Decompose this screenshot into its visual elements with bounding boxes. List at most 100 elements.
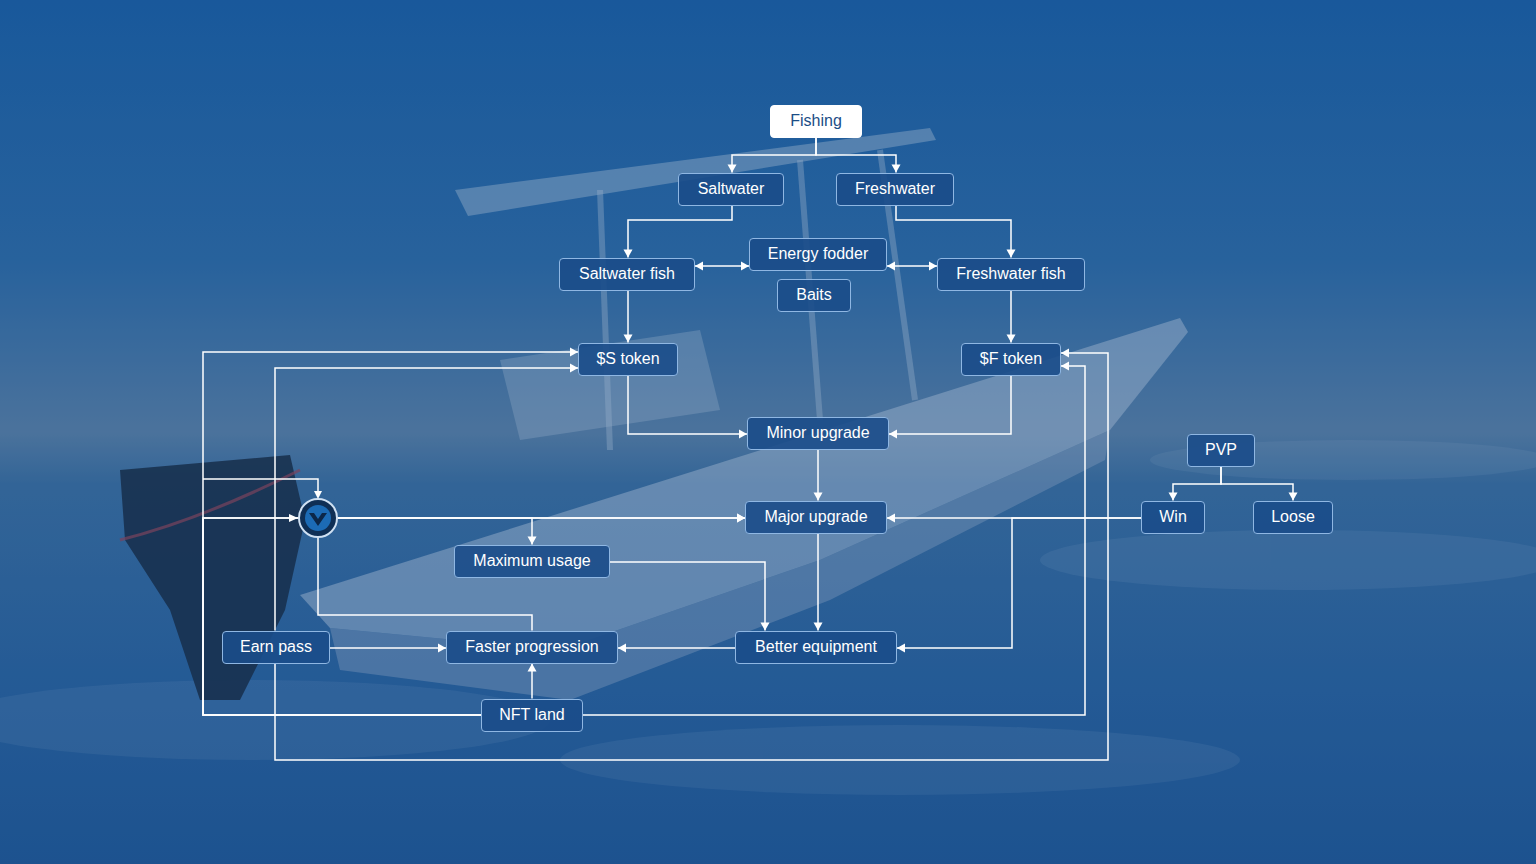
arrow-head	[528, 664, 537, 672]
process-box: Major upgrade	[745, 501, 887, 534]
arrow-head	[897, 644, 905, 653]
arrow-head	[887, 262, 895, 271]
flow-connector	[1221, 467, 1298, 501]
arrow-head	[1289, 493, 1298, 501]
process-box: Saltwater fish	[559, 258, 695, 291]
process-box: Minor upgrade	[747, 417, 889, 450]
arrow-head	[438, 644, 446, 653]
connector-line	[275, 353, 1108, 760]
connector-line	[275, 368, 578, 631]
flow-connector	[814, 534, 823, 631]
process-box: NFT land	[481, 699, 583, 732]
arrow-head	[814, 623, 823, 631]
arrow-head	[618, 644, 626, 653]
process-box: Win	[1141, 501, 1205, 534]
arrow-head	[892, 165, 901, 173]
flow-connector	[330, 644, 446, 653]
flow-connector	[816, 138, 901, 173]
box-label: Baits	[796, 287, 832, 303]
process-box: PVP	[1187, 434, 1255, 467]
connector-line	[618, 647, 735, 649]
connector-line	[817, 534, 819, 631]
flow-connector	[628, 376, 747, 439]
box-label: Freshwater	[855, 181, 935, 197]
box-label: Win	[1159, 509, 1187, 525]
flow-connector	[583, 362, 1085, 716]
box-label: $F token	[980, 351, 1042, 367]
connector-line	[610, 562, 765, 631]
connector-line	[628, 376, 747, 435]
arrow-head	[570, 364, 578, 373]
flow-connector	[1169, 467, 1222, 501]
box-label: Energy fodder	[768, 246, 869, 262]
connector-line	[816, 138, 896, 173]
process-box: Freshwater fish	[937, 258, 1085, 291]
arrow-head	[695, 262, 703, 271]
arrow-head	[887, 514, 895, 523]
arrow-head	[741, 262, 749, 271]
flow-connector	[695, 262, 749, 271]
arrow-head	[528, 537, 537, 545]
connector-line	[897, 518, 1141, 648]
arrow-head	[814, 493, 823, 501]
arrow-head	[737, 514, 745, 523]
box-label: NFT land	[499, 707, 565, 723]
arrow-head	[1169, 493, 1178, 501]
arrow-head	[889, 430, 897, 439]
arrow-head	[737, 514, 745, 523]
box-label: $S token	[596, 351, 659, 367]
connector-line	[583, 366, 1085, 715]
process-box: Faster progression	[446, 631, 618, 664]
flow-connector	[275, 349, 1108, 761]
arrow-head	[624, 335, 633, 343]
process-box: $S token	[578, 343, 678, 376]
arrow-head	[1007, 250, 1016, 258]
flow-connector	[814, 450, 823, 501]
connector-line	[203, 518, 745, 715]
arrow-head	[929, 262, 937, 271]
connector-line	[1221, 467, 1293, 501]
box-label: Better equipment	[755, 639, 877, 655]
flow-connector	[618, 644, 735, 653]
connector-line	[1173, 467, 1221, 501]
connector-line	[330, 647, 446, 649]
process-box: Fishing	[770, 105, 862, 138]
process-box: Earn pass	[222, 631, 330, 664]
flow-connector	[528, 664, 537, 699]
arrow-head	[570, 348, 578, 357]
process-box: Baits	[777, 279, 851, 312]
box-label: Loose	[1271, 509, 1315, 525]
flow-connector	[896, 206, 1016, 258]
process-box: $F token	[961, 343, 1061, 376]
box-label: Saltwater	[698, 181, 765, 197]
flow-connector	[318, 514, 745, 631]
arrow-head	[739, 430, 747, 439]
box-label: Faster progression	[465, 639, 598, 655]
process-box: Freshwater	[836, 173, 954, 206]
box-label: Freshwater fish	[956, 266, 1065, 282]
arrow-head	[1061, 362, 1069, 371]
connector-line	[318, 518, 745, 631]
connector-line	[695, 265, 749, 267]
box-label: Saltwater fish	[579, 266, 675, 282]
process-box: Loose	[1253, 501, 1333, 534]
process-box: Maximum usage	[454, 545, 610, 578]
flow-connector	[887, 262, 937, 271]
flow-connector	[203, 514, 745, 716]
box-label: Minor upgrade	[766, 425, 869, 441]
box-label: PVP	[1205, 442, 1237, 458]
flow-connector	[1007, 291, 1016, 343]
connector-line	[889, 376, 1011, 435]
arrow-head	[1061, 349, 1069, 358]
connector-line	[896, 206, 1011, 258]
box-label: Maximum usage	[473, 553, 590, 569]
box-label: Fishing	[790, 113, 842, 129]
flow-connector	[275, 364, 578, 631]
arrow-head	[761, 623, 770, 631]
arrow-head	[624, 250, 633, 258]
box-label: Earn pass	[240, 639, 312, 655]
arrow-head	[728, 165, 737, 173]
flow-connector	[624, 291, 633, 343]
connector-line	[732, 138, 816, 173]
flow-connector	[889, 376, 1011, 439]
